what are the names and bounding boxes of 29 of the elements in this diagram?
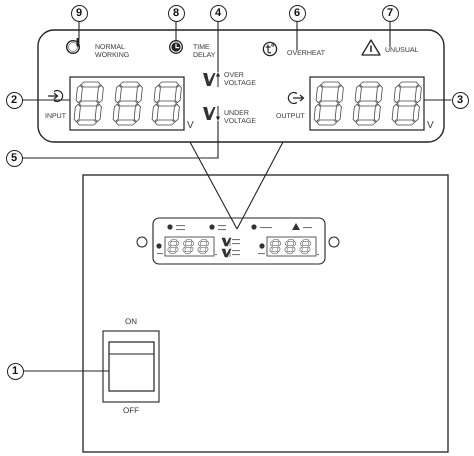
callout-number: 2 — [6, 92, 22, 108]
leader-line — [24, 370, 109, 372]
voltage-down-icon — [203, 106, 220, 121]
unit-label: V — [187, 120, 194, 132]
leader-line — [424, 99, 452, 101]
callout-number: 5 — [6, 150, 22, 166]
seven-segment-display — [309, 76, 425, 131]
callout-number: 9 — [70, 4, 88, 22]
rocker-switch — [108, 341, 155, 392]
power-icon — [66, 38, 80, 54]
seven-segment-display — [69, 76, 185, 131]
callout-number: 4 — [210, 4, 226, 22]
leader-line — [389, 22, 391, 47]
leader-line — [175, 22, 177, 41]
callout-number: 1 — [6, 362, 24, 380]
callout-number: 6 — [288, 4, 306, 22]
clock-icon — [169, 40, 183, 54]
unit-label: V — [427, 120, 434, 132]
callout-number: 3 — [452, 92, 468, 108]
voltage-up-icon — [203, 72, 220, 88]
leader-line — [22, 121, 219, 159]
switch-label: OFF — [123, 406, 139, 416]
callout-number: 8 — [168, 4, 184, 22]
leader-line — [217, 22, 219, 72]
leader-line — [296, 22, 298, 50]
callout-number: 7 — [382, 4, 398, 22]
leader-line — [22, 99, 70, 101]
leader-line — [78, 22, 80, 38]
switch-label: ON — [125, 317, 137, 326]
